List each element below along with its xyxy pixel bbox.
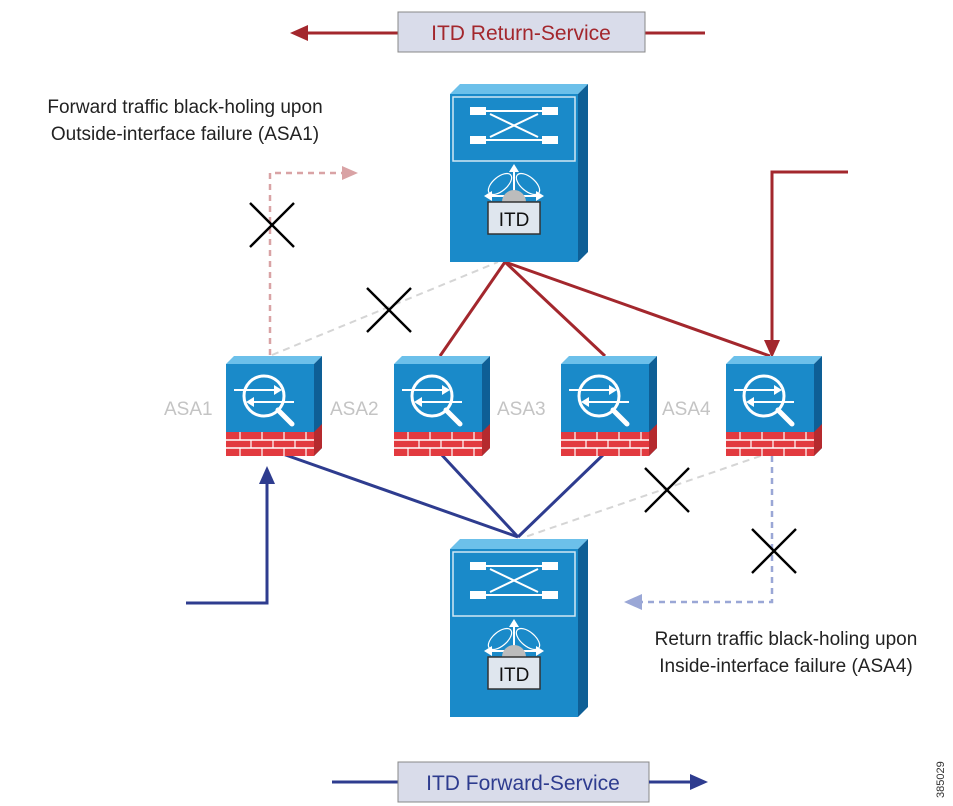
firewall-asa1 — [226, 356, 322, 456]
return-failure-annotation-line2: Inside-interface failure (ASA4) — [659, 656, 912, 677]
figure-id: 385029 — [935, 761, 947, 798]
forward-service-box — [397, 761, 650, 803]
top-itd-switch: ITD — [449, 83, 589, 263]
asa-firewall-icon — [561, 356, 657, 456]
link-top-switch-asa2 — [438, 261, 507, 357]
return-traffic-ingress-path — [770, 170, 848, 342]
return-service-arrowhead — [290, 25, 308, 41]
asa-firewall-icon — [394, 356, 490, 456]
asa1-label: ASA1 — [164, 399, 213, 420]
firewall-asa3 — [561, 356, 657, 456]
failure-x-asa4-bottom-link — [643, 466, 691, 514]
switch-with-itd-icon — [449, 538, 589, 718]
switch-with-itd-icon — [449, 83, 589, 263]
black-holed-return-path — [642, 456, 774, 604]
bottom-itd-switch: ITD — [449, 538, 589, 718]
forward-service-banner: ITD Forward-Service — [332, 761, 708, 803]
return-service-label: ITD Return-Service — [431, 22, 611, 45]
firewall-asa4 — [726, 356, 822, 456]
return-service-box — [397, 11, 646, 53]
forward-traffic-ingress-arrowhead — [259, 466, 275, 484]
forward-failure-annotation-line1: Forward traffic black-holing upon — [47, 97, 322, 118]
top-switch-badge: ITD — [499, 210, 530, 231]
return-traffic-ingress-arrowhead — [764, 340, 780, 358]
failure-x-asa1-top-link — [365, 286, 413, 334]
failed-link-asa4-bottom-switch — [524, 451, 773, 538]
link-asa3-bottom-switch — [516, 451, 607, 539]
black-holed-forward-path — [268, 171, 342, 355]
return-failure-annotation-line1: Return traffic black-holing upon — [655, 629, 918, 650]
link-top-switch-asa4 — [504, 260, 771, 358]
forward-service-label: ITD Forward-Service — [426, 772, 620, 795]
failed-link-asa1-top-switch — [271, 261, 499, 356]
forward-traffic-ingress-path — [186, 482, 269, 605]
forward-service-arrowhead — [690, 774, 708, 790]
asa4-label: ASA4 — [662, 399, 711, 420]
link-asa2-bottom-switch — [438, 451, 520, 539]
return-service-banner: ITD Return-Service — [290, 11, 705, 53]
link-top-switch-asa3 — [503, 260, 607, 358]
firewall-asa2 — [394, 356, 490, 456]
bottom-switch-badge: ITD — [499, 665, 530, 686]
black-holed-return-arrowhead — [624, 594, 642, 610]
failure-x-asa4-inside — [750, 527, 798, 575]
asa3-label: ASA3 — [497, 399, 546, 420]
link-asa1-bottom-switch — [279, 451, 519, 539]
failure-x-asa1-outside — [248, 201, 296, 249]
forward-failure-annotation-line2: Outside-interface failure (ASA1) — [51, 124, 319, 145]
asa-firewall-icon — [226, 356, 322, 456]
asa-firewall-icon — [726, 356, 822, 456]
asa2-label: ASA2 — [330, 399, 379, 420]
black-holed-forward-arrowhead — [342, 166, 358, 180]
